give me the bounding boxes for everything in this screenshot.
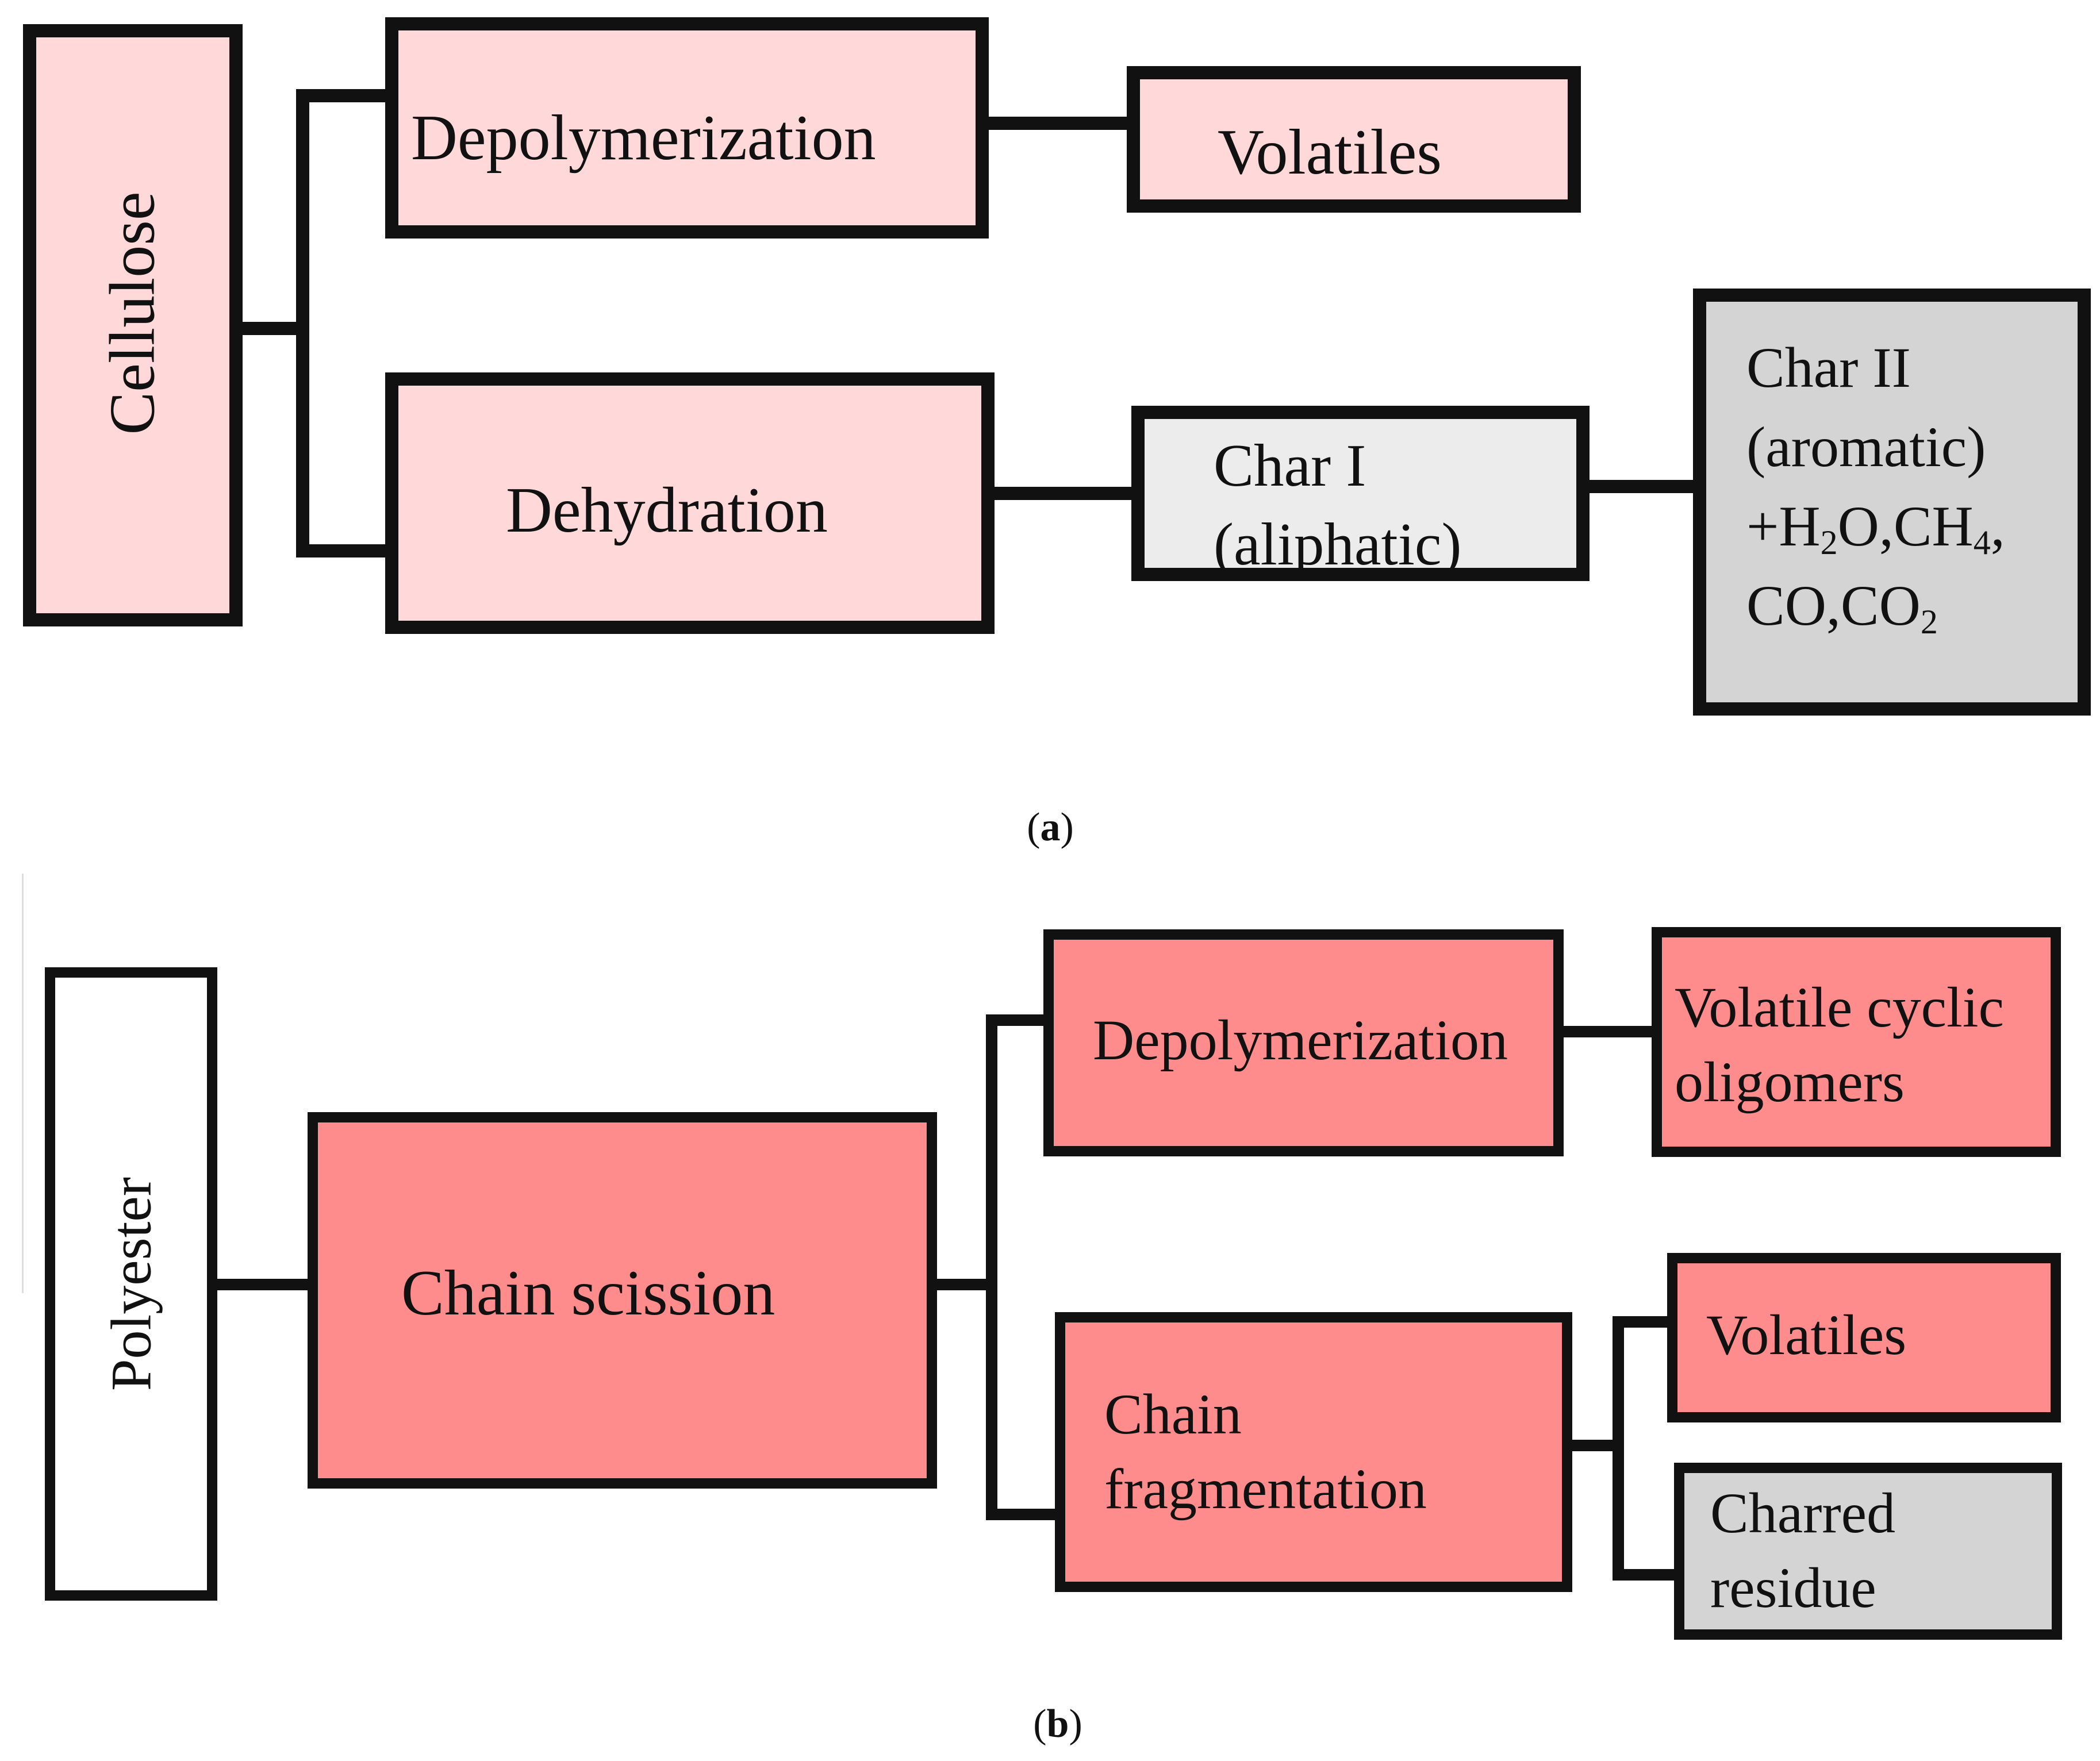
depolymerization-label: Depolymerization [411,102,876,174]
charred-residue-line2: residue [1710,1556,1876,1620]
volatile-cyclic-line1: Volatile cyclic [1675,975,2004,1039]
cellulose-box: Cellulose [23,24,243,626]
chain-scission-label: Chain scission [401,1258,775,1329]
connector-char1-char2 [1584,480,1710,493]
volatiles-label: Volatiles [1218,117,1442,188]
connector-cellulose-vertical [296,89,309,557]
charred-residue-line1: Charred [1710,1481,1896,1545]
connector-chainscission-vertical [986,1014,997,1520]
dehydration-label: Dehydration [506,475,828,546]
depolymerization-box: Depolymerization [385,17,989,239]
connector-to-volatiles-b [1613,1316,1681,1328]
connector-polyester-chainscission [212,1279,315,1290]
char1-box: Char I (aliphatic) [1131,406,1590,581]
connector-to-depolymerization-b [986,1014,1049,1026]
chain-fragmentation-line1: Chain [1104,1382,1242,1446]
connector-cellulose-stem [236,322,302,335]
char1-line2: (aliphatic) [1214,510,1462,578]
char2-box: Char II (aromatic) +H2O,CH4, CO,CO2 [1693,289,2091,716]
connector-chainfrag-vertical [1613,1316,1624,1581]
charred-residue-box: Charred residue [1674,1463,2062,1640]
volatile-cyclic-box: Volatile cyclic oligomers [1652,927,2061,1157]
dehydration-box: Dehydration [385,372,995,634]
connector-to-dehydration [296,544,394,557]
connector-chainscission-stem [928,1279,995,1290]
connector-to-chainfrag [986,1509,1058,1520]
caption-b: (b) [1033,1702,1082,1746]
volatile-cyclic-line2: oligomers [1675,1050,1905,1114]
char1-line1: Char I [1214,432,1366,499]
connector-chainfrag-stem [1558,1440,1621,1451]
depolymerization-b-label: Depolymerization [1093,1008,1508,1072]
divider-line [22,874,24,1293]
polyester-box: Polyester [45,967,217,1601]
char2-line2: (aromatic) [1746,415,1986,479]
chain-fragmentation-box: Chain fragmentation [1055,1312,1572,1592]
volatiles-b-label: Volatiles [1706,1303,1907,1367]
connector-to-depolymerization [296,89,394,102]
volatiles-box: Volatiles [1127,66,1581,213]
chain-scission-box: Chain scission [308,1112,937,1489]
char2-line4: CO,CO2 [1746,574,1938,641]
volatiles-b-box: Volatiles [1667,1253,2061,1422]
connector-dehydration-char1 [992,487,1153,500]
connector-depolymerization-volatiles [986,117,1147,130]
cellulose-label: Cellulose [97,191,168,435]
connector-to-charred [1613,1569,1687,1581]
polyester-label: Polyester [99,1176,163,1391]
chain-fragmentation-line2: fragmentation [1104,1457,1427,1521]
char2-line3: +H2O,CH4, [1746,494,2005,562]
char2-line1: Char II [1746,336,1911,399]
caption-a: (a) [1027,805,1074,849]
connector-depoly-volcyclic [1555,1026,1670,1037]
depolymerization-b-box: Depolymerization [1043,929,1564,1156]
